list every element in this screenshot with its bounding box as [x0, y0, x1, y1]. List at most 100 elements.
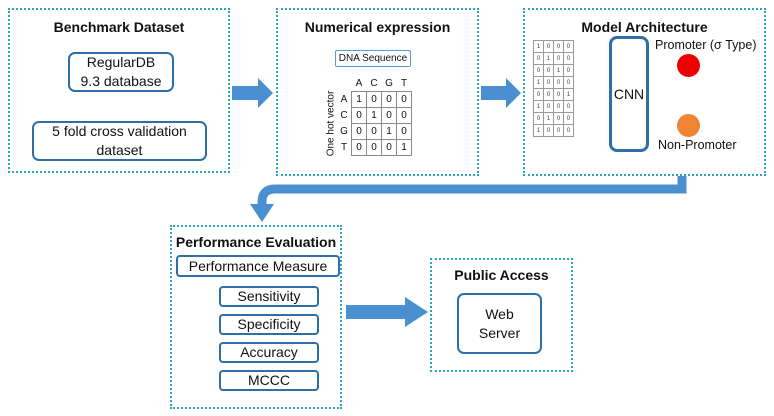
one-hot-row: A 1 0 0 0	[337, 91, 412, 108]
performance-measure-box: Performance Measure	[176, 255, 340, 277]
input-matrix-cell: 1	[553, 64, 564, 77]
input-matrix-cell: 0	[553, 88, 564, 101]
input-matrix-cell: 1	[543, 52, 554, 65]
one-hot-row: T 0 0 0 1	[337, 139, 412, 156]
one-hot-row-base: A	[340, 94, 348, 105]
input-matrix-cell: 1	[533, 124, 544, 137]
input-matrix-cell: 0	[543, 124, 554, 137]
input-matrix-cell: 0	[543, 76, 554, 89]
metric-label: Accuracy	[240, 344, 298, 360]
benchmark-dataset-title: Benchmark Dataset	[53, 19, 185, 35]
input-matrix-cell: 0	[533, 52, 544, 65]
input-matrix-cell: 0	[553, 40, 564, 53]
arrow-benchmark-to-numerical	[232, 78, 273, 108]
one-hot-cell: 0	[366, 91, 382, 108]
one-hot-cell: 0	[396, 107, 412, 124]
input-matrix-cell: 0	[543, 40, 554, 53]
non-promoter-label: Non-Promoter	[658, 138, 737, 152]
one-hot-row-base: T	[340, 142, 348, 153]
metric-accuracy-box: Accuracy	[219, 342, 319, 363]
regulardb-line1: RegularDB	[86, 54, 156, 70]
input-matrix-cell: 0	[543, 88, 554, 101]
cnn-label: CNN	[613, 86, 645, 102]
input-matrix-cell: 0	[533, 88, 544, 101]
input-matrix-cell: 0	[563, 112, 574, 125]
input-matrix-cell: 0	[563, 76, 574, 89]
one-hot-cell: 0	[396, 91, 412, 108]
web-server-box: Web Server	[457, 293, 542, 354]
input-matrix-cell: 0	[543, 64, 554, 77]
input-matrix-cell: 0	[553, 100, 564, 113]
one-hot-cell: 0	[396, 123, 412, 140]
input-matrix-cell: 0	[553, 124, 564, 137]
performance-measure-label: Performance Measure	[188, 257, 328, 274]
one-hot-corner	[337, 76, 352, 92]
input-matrix-cell: 0	[563, 52, 574, 65]
one-hot-table: A C G T A 1 0 0 0 C 0 1 0 0 G 0 0 1 0 T …	[337, 76, 412, 156]
input-matrix-cell: 0	[563, 64, 574, 77]
dna-sequence-box: DNA Sequence	[335, 50, 411, 67]
input-matrix-cell: 0	[543, 100, 554, 113]
input-matrix-cell: 1	[543, 112, 554, 125]
web-server-line1: Web	[485, 305, 514, 322]
input-matrix-cell: 0	[553, 52, 564, 65]
arrow-numerical-to-model	[481, 78, 521, 108]
cv-line1: 5 fold cross validation	[52, 123, 187, 139]
model-architecture-title: Model Architecture	[581, 19, 708, 35]
one-hot-cell: 0	[381, 107, 397, 124]
numerical-expression-title: Numerical expression	[304, 19, 451, 35]
performance-evaluation-title: Performance Evaluation	[175, 234, 337, 250]
input-matrix-cell: 0	[563, 124, 574, 137]
one-hot-vector-label: One hot vector	[325, 90, 337, 157]
one-hot-col-header: G	[385, 78, 393, 89]
one-hot-cell: 0	[351, 139, 367, 156]
cv-line2: dataset	[96, 142, 143, 158]
promoter-label: Promoter (σ Type)	[655, 38, 757, 52]
one-hot-row: G 0 0 1 0	[337, 123, 412, 140]
non-promoter-dot	[677, 114, 700, 137]
one-hot-row-base: C	[340, 110, 348, 121]
input-matrix-cell: 0	[553, 112, 564, 125]
promoter-dot	[677, 54, 700, 77]
one-hot-cell: 0	[381, 139, 397, 156]
one-hot-cell: 1	[366, 107, 382, 124]
one-hot-cell: 1	[396, 139, 412, 156]
input-matrix-cell: 0	[563, 100, 574, 113]
regulardb-box: RegularDB 9.3 database	[68, 52, 174, 92]
input-matrix-cell: 1	[533, 76, 544, 89]
input-matrix-cell: 1	[533, 40, 544, 53]
one-hot-cell: 0	[366, 123, 382, 140]
arrow-performance-to-access	[346, 297, 428, 327]
cv-dataset-box: 5 fold cross validation dataset	[32, 121, 207, 161]
input-matrix-cell: 1	[533, 100, 544, 113]
one-hot-cell: 0	[351, 123, 367, 140]
input-matrix-cell: 0	[563, 40, 574, 53]
arrow-model-to-performance	[257, 176, 687, 206]
input-matrix-cell: 0	[553, 76, 564, 89]
one-hot-col-header: A	[355, 78, 363, 89]
one-hot-cell: 0	[381, 91, 397, 108]
one-hot-cell: 0	[366, 139, 382, 156]
metric-label: Specificity	[237, 316, 301, 332]
one-hot-col-header: C	[370, 78, 378, 89]
input-matrix-cell: 0	[533, 112, 544, 125]
one-hot-row: C 0 1 0 0	[337, 107, 412, 124]
metric-mccc-box: MCCC	[219, 370, 319, 391]
input-matrix-cell: 0	[533, 64, 544, 77]
metric-label: Sensitivity	[237, 288, 301, 304]
one-hot-col-header: T	[400, 78, 408, 89]
one-hot-row-base: G	[340, 126, 348, 137]
one-hot-cell: 0	[351, 107, 367, 124]
one-hot-cell: 1	[381, 123, 397, 140]
input-matrix-cell: 1	[563, 88, 574, 101]
regulardb-line2: 9.3 database	[80, 73, 162, 89]
metric-label: MCCC	[248, 372, 290, 388]
